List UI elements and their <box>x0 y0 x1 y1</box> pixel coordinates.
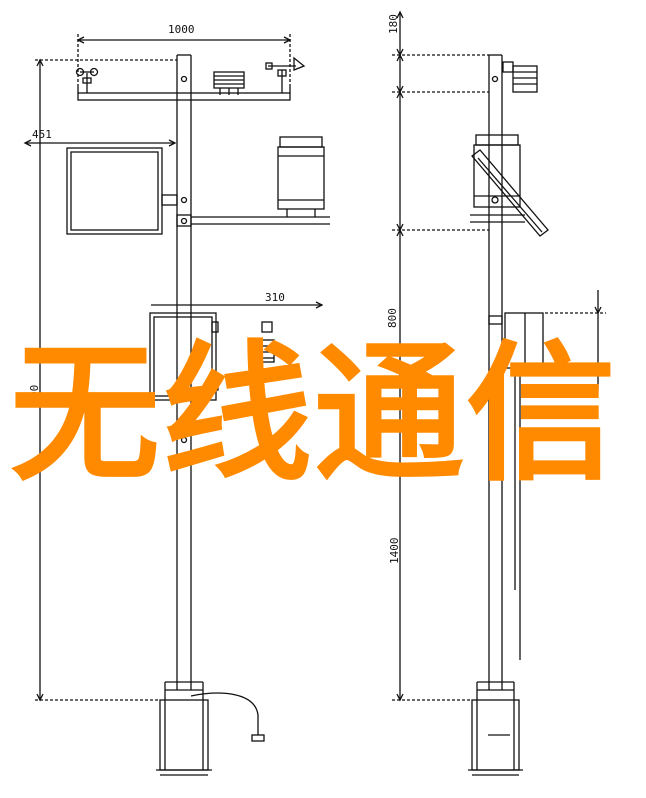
rain-gauge-icon <box>277 136 325 217</box>
right-view <box>392 10 606 776</box>
anemometer-icon <box>75 67 99 93</box>
dim-left-total: 00 <box>28 385 41 398</box>
base-foundation-icon <box>156 681 212 776</box>
dim-box-width: 310 <box>265 291 285 304</box>
logger-box-icon <box>149 312 219 401</box>
dim-top-width: 1000 <box>168 23 195 36</box>
solar-panel-icon <box>66 147 163 235</box>
overlay-title: 无线通信 <box>10 328 619 502</box>
dim-top-height: 180 <box>387 14 400 34</box>
temperature-sensor-icon <box>213 71 245 95</box>
dim-mid-height: 800 <box>386 308 399 328</box>
dim-lower-height: 1400 <box>388 538 401 565</box>
dim-panel-offset: 451 <box>32 128 52 141</box>
solar-panel-side-icon <box>471 149 549 237</box>
left-view <box>23 34 330 776</box>
wind-vane-icon <box>265 56 306 93</box>
